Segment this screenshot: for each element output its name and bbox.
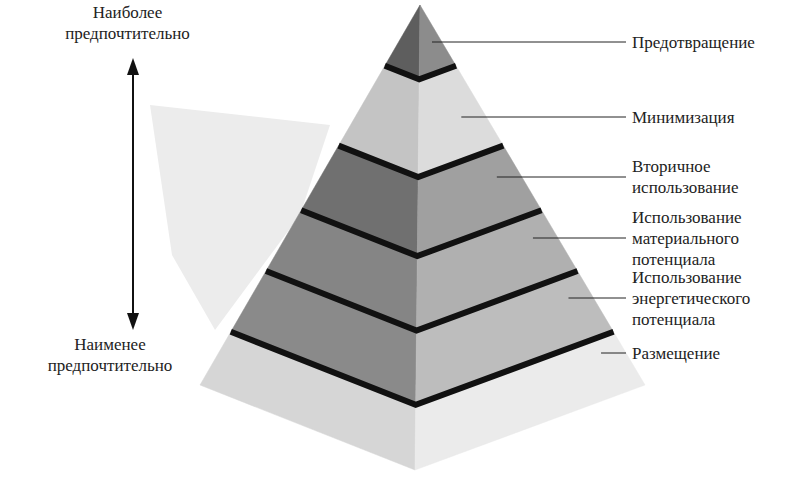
preference-label: Наиболее предпочтительно bbox=[40, 2, 215, 44]
band-left-face bbox=[200, 332, 416, 470]
band-label: Размещение bbox=[632, 343, 782, 364]
preference-label: Наименее предпочтительно bbox=[20, 334, 200, 376]
band-label: Использование материального потенциала bbox=[632, 207, 782, 270]
hierarchy-band: Размещение bbox=[196, 327, 786, 474]
band-right-face bbox=[415, 332, 645, 470]
band-separator bbox=[385, 66, 456, 80]
preference-arrow bbox=[132, 72, 134, 316]
arrow-head bbox=[127, 313, 139, 330]
band-label: Предотвращение bbox=[632, 32, 782, 53]
band-label: Вторичное использование bbox=[632, 156, 782, 198]
band-separator bbox=[231, 332, 614, 405]
leader-line bbox=[497, 177, 626, 178]
hierarchy-band: Минимизация bbox=[334, 61, 786, 182]
band-separator bbox=[266, 271, 578, 331]
band-separator bbox=[301, 210, 541, 256]
band-label: Минимизация bbox=[632, 107, 782, 128]
leader-line bbox=[601, 353, 626, 354]
leader-line bbox=[568, 298, 626, 299]
arrow-head bbox=[127, 58, 139, 75]
band-separator bbox=[339, 146, 504, 177]
leader-line bbox=[432, 42, 626, 43]
leader-line bbox=[461, 117, 626, 118]
band-label: Использование энергетического потенциала bbox=[632, 267, 782, 330]
leader-line bbox=[533, 238, 626, 239]
